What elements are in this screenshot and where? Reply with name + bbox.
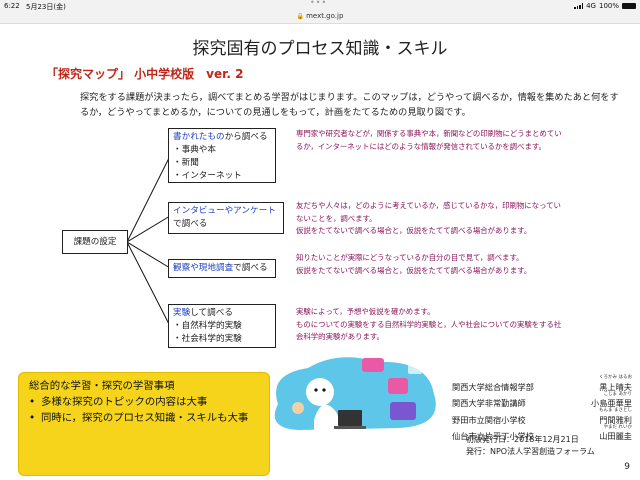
authors-list: 関西大学総合情報学部 黒上晴夫くろかみ はるお 関西大学非常勤講師 小島亜華里こじま… bbox=[452, 375, 632, 443]
author-name: 黒上晴夫 bbox=[599, 381, 632, 392]
author-row: 野田市立関宿小学校 門間雅利もんま まさとし bbox=[452, 408, 632, 426]
intro-text: 探究をする課題が決まったら，調べてまとめる学習がはじまります。このマップは，どう… bbox=[80, 92, 619, 118]
publication-date: 初版発行日：2018年12月21日 bbox=[466, 435, 579, 444]
status-bar: 6:22 5月23日(金) ••• 4G 100% bbox=[0, 0, 640, 12]
branch-interview-survey: インタビューやアンケート で調べる bbox=[168, 202, 284, 234]
branch-item: ・社会科学的実験 bbox=[173, 334, 242, 344]
connector-line bbox=[126, 155, 171, 243]
connector-line bbox=[126, 215, 171, 243]
author-row: 関西大学非常勤講師 小島亜華里こじま あかり bbox=[452, 391, 632, 410]
author-row: 関西大学総合情報学部 黒上晴夫くろかみ はるお bbox=[452, 375, 632, 393]
slide-title: 探究固有のプロセス知識・スキル bbox=[192, 39, 448, 59]
page-number: 9 bbox=[624, 462, 630, 472]
url-text: mext.go.jp bbox=[306, 12, 344, 20]
students-laptop-illustration bbox=[274, 357, 436, 430]
battery-icon bbox=[622, 3, 636, 9]
author-ruby: くろかみ はるお bbox=[599, 375, 632, 380]
cellular-signal-icon bbox=[574, 3, 584, 9]
author-row: 仙台市立片平丁小学校 山田麗圭やまだ れいか bbox=[452, 424, 632, 443]
branch-note: 知りたいことが実際にどうなっているか自分の目で見て，調べます。 仮説をたてないで… bbox=[296, 253, 532, 275]
battery-percent: 100% bbox=[598, 2, 619, 10]
root-topic-label: 課題の設定 bbox=[73, 237, 117, 247]
summary-list: 多様な探究のトピックの内容は大事 同時に，探究のプロセス知識・スキルも大事 bbox=[29, 394, 259, 426]
branch-observation: 観察や現地調査で調べる bbox=[168, 259, 276, 278]
branch-experiment: 実験して調べる ・自然科学的実験 ・社会科学的実験 bbox=[168, 304, 276, 348]
slide-subtitle: 「探究マップ」 小中学校版 ver. 2 bbox=[46, 67, 244, 81]
branch-note: 友だちや人々は，どのように考えているか，感じているかな，印刷物になっていないこと… bbox=[296, 201, 561, 235]
author-org: 野田市立関宿小学校 bbox=[452, 414, 526, 425]
author-ruby: こじま あかり bbox=[603, 391, 632, 397]
clock: 6:22 bbox=[4, 2, 20, 10]
summary-heading: 総合的な学習・探究の学習事項 bbox=[29, 380, 175, 392]
branch-item: ・自然科学的実験 bbox=[173, 321, 242, 331]
multitask-dots-icon[interactable]: ••• bbox=[310, 0, 328, 7]
lock-icon: 🔒 bbox=[296, 13, 305, 20]
branch-highlight: インタビューやアンケート bbox=[173, 206, 276, 216]
branch-item: ・インターネット bbox=[173, 171, 242, 181]
branch-written-sources: 書かれたものから調べる ・事典や本 ・新聞 ・インターネット bbox=[168, 128, 276, 183]
author-org: 仙台市立片平丁小学校 bbox=[452, 431, 534, 441]
publication-info: 初版発行日：2018年12月21日 発行：NPO法人学習創造フォーラム bbox=[466, 434, 595, 458]
author-name: 門間雅利 bbox=[599, 414, 632, 425]
summary-point: 多様な探究のトピックの内容は大事 bbox=[29, 394, 259, 410]
root-topic-box: 課題の設定 bbox=[62, 230, 128, 254]
branch-title: で調べる bbox=[173, 219, 208, 229]
branch-title: から調べる bbox=[224, 132, 268, 142]
summary-point: 同時に，探究のプロセス知識・スキルも大事 bbox=[29, 410, 259, 426]
branch-item: ・新聞 bbox=[173, 158, 199, 168]
branch-note: 実験によって，予想や仮説を確かめます。 ものについての実験をする自然科学的実験と… bbox=[296, 307, 562, 341]
author-ruby: もんま まさとし bbox=[599, 408, 632, 413]
address-bar[interactable]: 🔒mext.go.jp bbox=[0, 12, 640, 24]
connector-line bbox=[126, 241, 171, 269]
branch-highlight: 書かれたもの bbox=[173, 132, 225, 142]
branch-highlight: 観察や現地調査 bbox=[173, 263, 234, 273]
author-org: 関西大学総合情報学部 bbox=[452, 381, 534, 392]
date: 5月23日(金) bbox=[26, 3, 66, 11]
author-name: 小島亜華里 bbox=[591, 398, 632, 408]
branch-item: ・事典や本 bbox=[173, 145, 216, 155]
author-ruby: やまだ れいか bbox=[603, 424, 632, 430]
branch-title: で調べる bbox=[233, 263, 268, 273]
branch-note: 専門家や研究者などが，関係する事典や本，新聞などの印刷物にどうまとめているか，イ… bbox=[296, 129, 562, 151]
network-label: 4G bbox=[586, 2, 596, 10]
branch-title: して調べる bbox=[190, 308, 233, 318]
summary-callout: 総合的な学習・探究の学習事項 多様な探究のトピックの内容は大事 同時に，探究のプ… bbox=[18, 372, 270, 476]
connector-line bbox=[126, 241, 171, 327]
slide: 探究固有のプロセス知識・スキル 「探究マップ」 小中学校版 ver. 2 探究を… bbox=[0, 24, 640, 480]
author-org: 関西大学非常勤講師 bbox=[452, 398, 526, 408]
author-name: 山田麗圭 bbox=[599, 431, 632, 441]
branch-highlight: 実験 bbox=[173, 308, 191, 318]
status-indicators: 4G 100% bbox=[574, 2, 636, 10]
publisher: 発行：NPO法人学習創造フォーラム bbox=[466, 447, 595, 456]
